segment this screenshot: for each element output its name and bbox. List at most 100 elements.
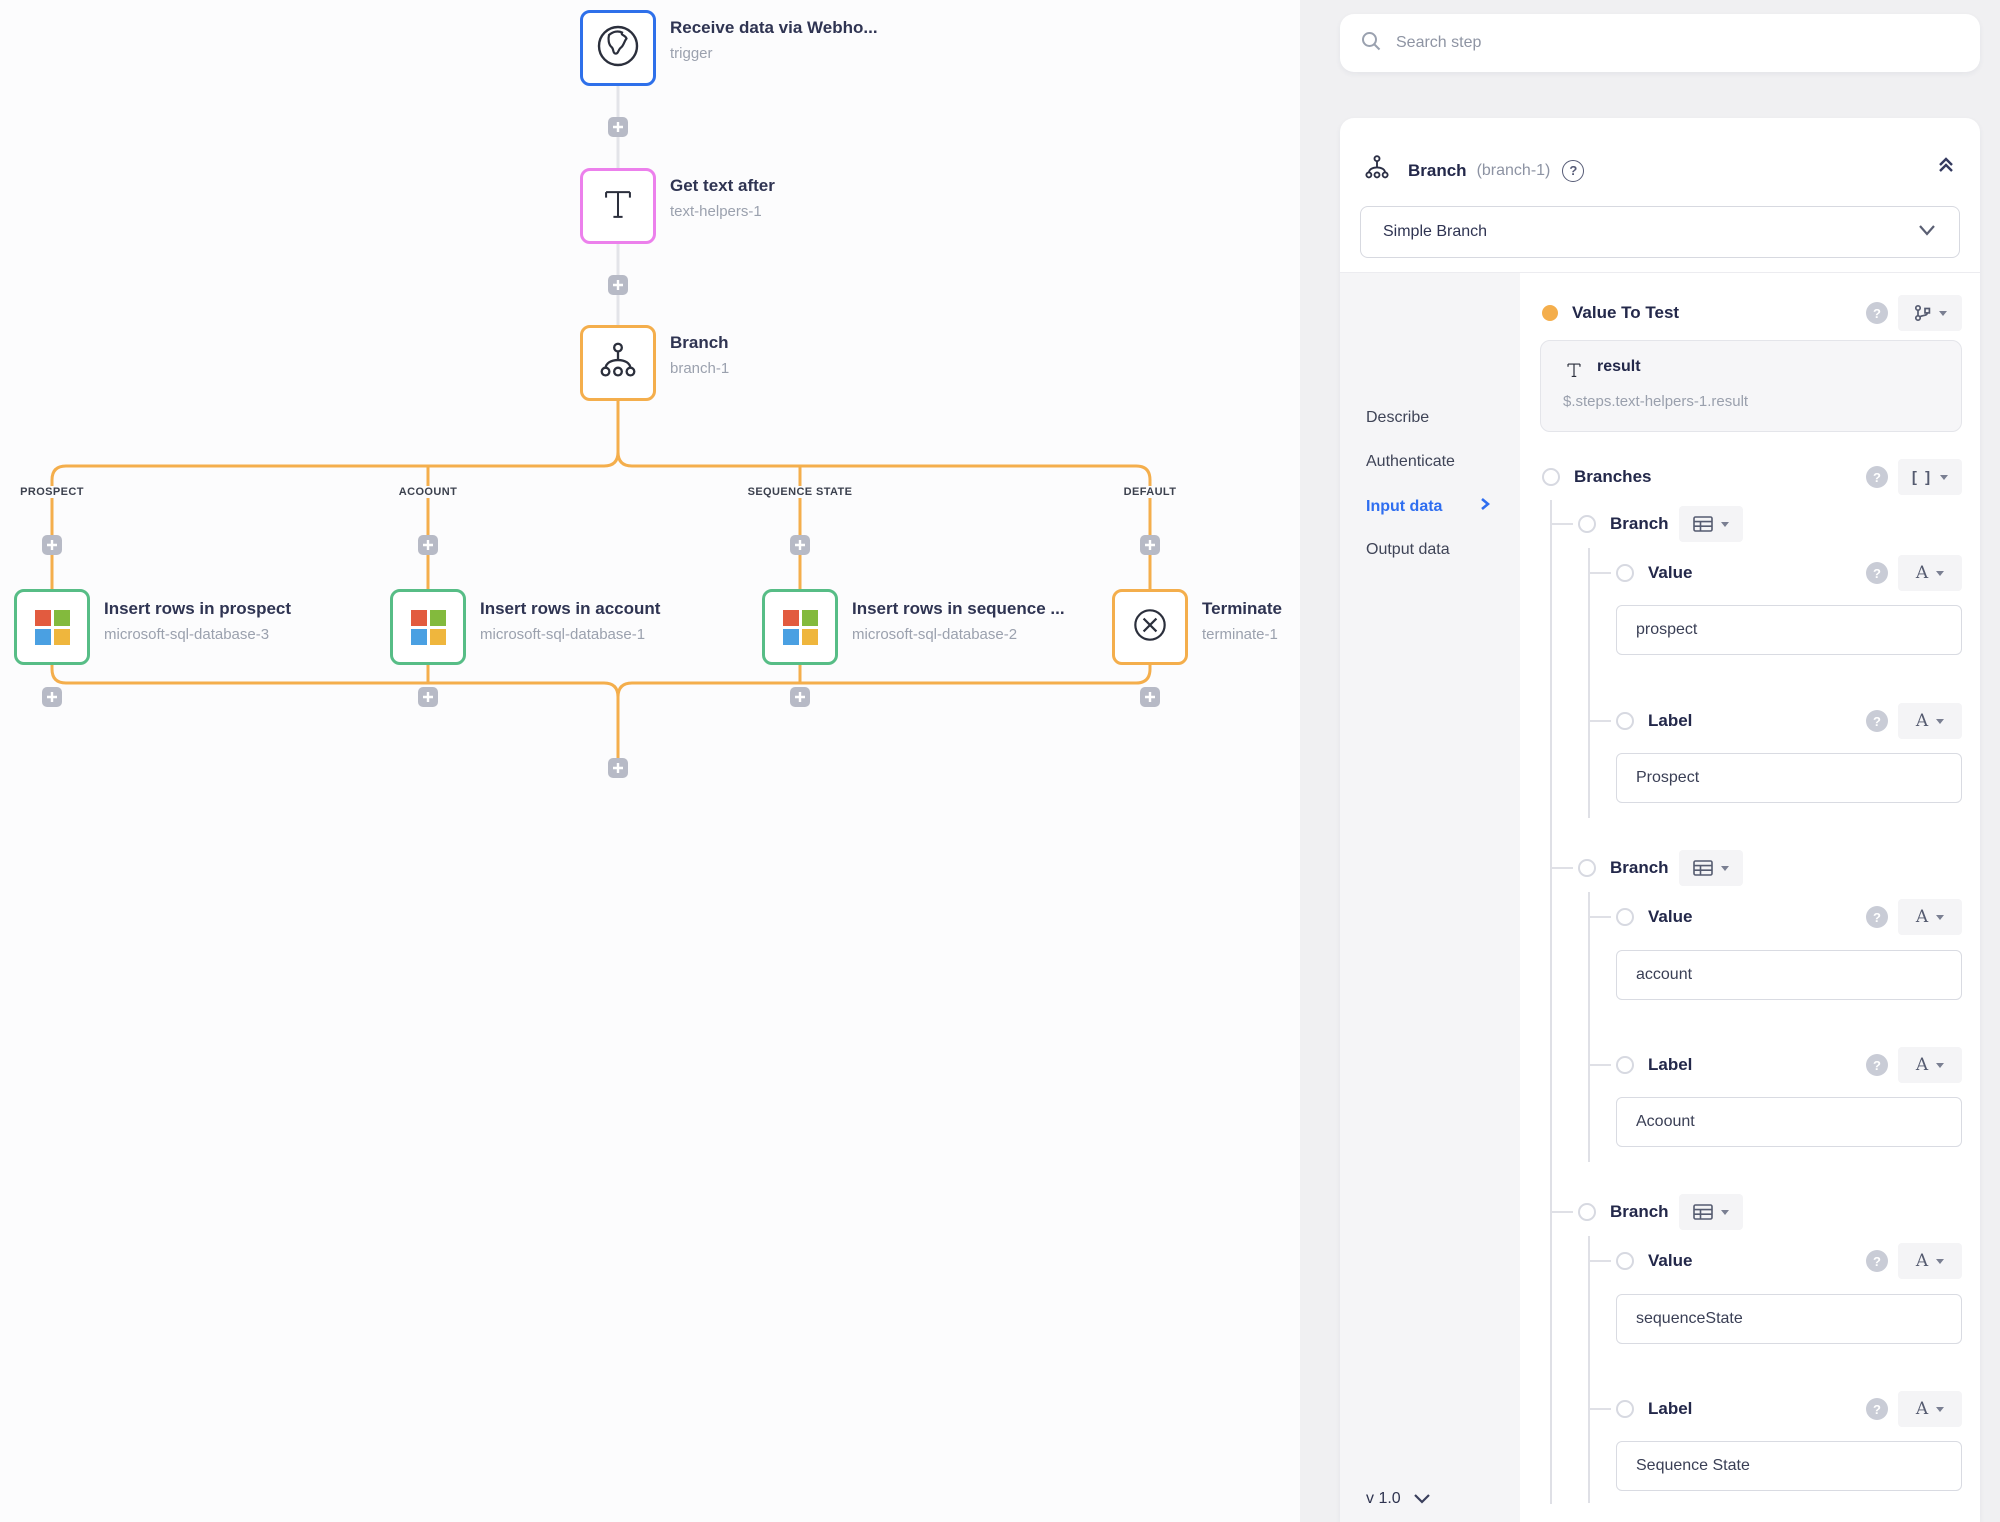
field-label: Branches	[1574, 467, 1652, 486]
branch-label-sequence-state: SEQUENCE STATE	[740, 486, 860, 498]
help-icon[interactable]: ?	[1866, 562, 1888, 584]
branch-label-default: DEFAULT	[1116, 486, 1184, 498]
microsoft-logo-icon	[410, 609, 446, 645]
table-icon	[1692, 516, 1713, 532]
branch-value-input[interactable]	[1616, 950, 1962, 1000]
text-type-icon: A	[1915, 1251, 1929, 1271]
branch-type-selector[interactable]	[1678, 1194, 1743, 1230]
jsonpath-field-name: result	[1597, 358, 1641, 375]
move-handle-icon[interactable]	[1616, 908, 1634, 926]
move-handle-icon[interactable]	[1578, 859, 1596, 877]
node-sql-sequence[interactable]	[762, 589, 838, 665]
version-selector[interactable]: v 1.0	[1366, 1490, 1431, 1508]
help-icon[interactable]: ?	[1866, 1250, 1888, 1272]
search-step-bar[interactable]	[1340, 14, 1980, 72]
text-type-selector[interactable]: A	[1898, 555, 1962, 591]
node-terminate[interactable]	[1112, 589, 1188, 665]
add-step-button[interactable]	[1140, 687, 1160, 707]
branch-type-selector[interactable]	[1678, 506, 1743, 542]
text-type-selector[interactable]: A	[1898, 899, 1962, 935]
help-icon[interactable]: ?	[1866, 906, 1888, 928]
add-step-button[interactable]	[418, 535, 438, 555]
move-handle-icon[interactable]	[1616, 1252, 1634, 1270]
field-label: Branch	[1610, 1202, 1669, 1221]
nav-item-authenticate[interactable]: Authenticate	[1366, 453, 1455, 470]
help-icon[interactable]: ?	[1866, 302, 1888, 324]
tree-line	[1550, 500, 1552, 1504]
node-sql-account[interactable]	[390, 589, 466, 665]
node-title: Receive data via Webho...	[670, 18, 878, 37]
step-header: Branch (branch-1) ?	[1362, 152, 1585, 189]
node-webhook-trigger[interactable]	[580, 10, 656, 86]
search-step-input[interactable]	[1396, 34, 1960, 52]
branch-type-selector[interactable]	[1678, 850, 1743, 886]
collapse-panel-button[interactable]	[1934, 152, 1958, 181]
tree-line	[1588, 1236, 1590, 1503]
field-label: Label	[1648, 711, 1693, 730]
node-get-text-after-text: Get text after text-helpers-1	[670, 176, 775, 220]
node-title: Terminate	[1202, 599, 1282, 618]
value-field-row: Value ? A	[1520, 1243, 1962, 1279]
add-step-button[interactable]	[608, 758, 628, 778]
branch-value-input[interactable]	[1616, 1294, 1962, 1344]
text-type-selector[interactable]: A	[1898, 1243, 1962, 1279]
add-step-button[interactable]	[42, 535, 62, 555]
branch-label-input[interactable]	[1616, 753, 1962, 803]
add-step-button[interactable]	[608, 275, 628, 295]
branch-label-input[interactable]	[1616, 1097, 1962, 1147]
node-webhook-text: Receive data via Webho... trigger	[670, 18, 878, 62]
nav-item-input-data[interactable]: Input data	[1366, 497, 1491, 516]
text-type-icon: A	[1915, 711, 1929, 731]
add-step-button[interactable]	[608, 117, 628, 137]
move-handle-icon[interactable]	[1578, 515, 1596, 533]
branches-type-selector[interactable]: [ ]	[1898, 459, 1962, 495]
nav-item-output-data[interactable]: Output data	[1366, 541, 1450, 558]
node-sql-prospect[interactable]	[14, 589, 90, 665]
text-type-selector[interactable]: A	[1898, 1047, 1962, 1083]
help-icon[interactable]: ?	[1562, 159, 1585, 182]
caret-down-icon	[1720, 865, 1729, 871]
value-field-row: Value ? A	[1520, 899, 1962, 935]
operation-select-value: Simple Branch	[1383, 223, 1488, 240]
node-subtitle: microsoft-sql-database-3	[104, 626, 270, 644]
help-icon[interactable]: ?	[1866, 710, 1888, 732]
add-step-button[interactable]	[1140, 535, 1160, 555]
branch-value-input[interactable]	[1616, 605, 1962, 655]
text-icon	[596, 182, 640, 231]
add-step-button[interactable]	[790, 687, 810, 707]
nav-item-describe[interactable]: Describe	[1366, 409, 1430, 426]
caret-down-icon	[1936, 570, 1945, 576]
value-to-test-field[interactable]: result $.steps.text-helpers-1.result	[1540, 340, 1962, 432]
help-icon[interactable]: ?	[1866, 1054, 1888, 1076]
workflow-canvas[interactable]: Receive data via Webho... trigger Get te…	[0, 0, 1308, 1522]
node-get-text-after[interactable]	[580, 168, 656, 244]
add-step-button[interactable]	[42, 687, 62, 707]
move-handle-icon[interactable]	[1616, 712, 1634, 730]
node-title: Insert rows in prospect	[104, 599, 292, 618]
branch-label-input[interactable]	[1616, 1441, 1962, 1491]
node-branch[interactable]	[580, 325, 656, 401]
add-step-button[interactable]	[418, 687, 438, 707]
branch-label-account: ACOOUNT	[391, 486, 465, 498]
step-id: (branch-1)	[1476, 161, 1551, 179]
help-icon[interactable]: ?	[1866, 1398, 1888, 1420]
text-type-icon: A	[1915, 1055, 1929, 1075]
help-icon[interactable]: ?	[1866, 466, 1888, 488]
operation-select[interactable]: Simple Branch	[1360, 206, 1960, 258]
move-handle-icon[interactable]	[1542, 468, 1560, 486]
add-step-button[interactable]	[790, 535, 810, 555]
move-handle-icon[interactable]	[1578, 1203, 1596, 1221]
text-type-selector[interactable]: A	[1898, 1391, 1962, 1427]
move-handle-icon[interactable]	[1616, 564, 1634, 582]
value-type-selector[interactable]	[1898, 295, 1962, 331]
node-subtitle: microsoft-sql-database-2	[852, 626, 1018, 644]
node-sql-sequence-text: Insert rows in sequence ... microsoft-sq…	[852, 599, 1065, 643]
move-handle-icon[interactable]	[1616, 1056, 1634, 1074]
text-type-selector[interactable]: A	[1898, 703, 1962, 739]
step-nav-column: Describe Authenticate Input data Output …	[1340, 273, 1520, 1522]
tree-tick	[1589, 720, 1611, 722]
tree-line	[1588, 892, 1590, 1162]
field-label: Label	[1648, 1055, 1693, 1074]
text-type-icon: A	[1915, 1399, 1929, 1419]
move-handle-icon[interactable]	[1616, 1400, 1634, 1418]
